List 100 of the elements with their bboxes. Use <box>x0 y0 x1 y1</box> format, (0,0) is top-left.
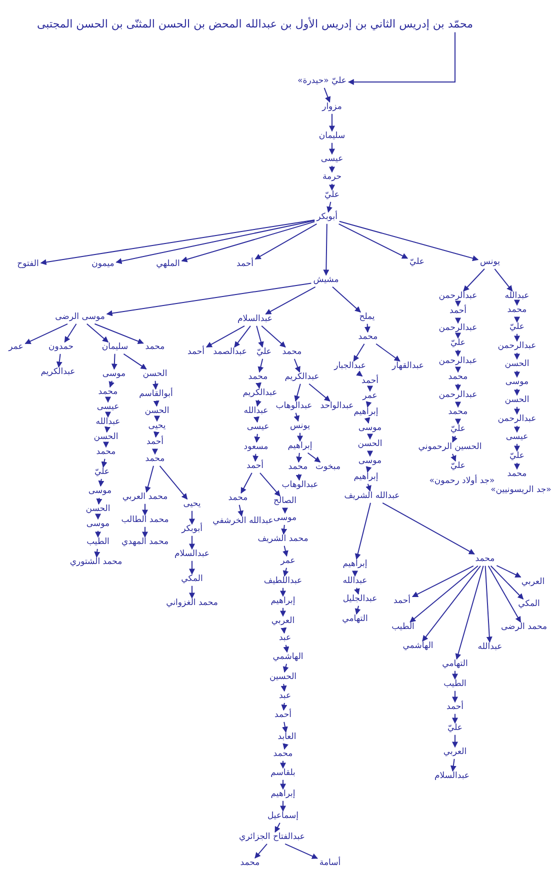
arrow <box>159 465 188 500</box>
arrow <box>308 383 330 402</box>
person-name: أحمد <box>360 377 380 387</box>
arrow <box>238 504 244 517</box>
person-name: الفتوح <box>16 260 40 270</box>
person-name: محمد الشريف <box>256 535 310 545</box>
person-name: مبخوت <box>314 463 342 473</box>
arrow <box>283 644 290 653</box>
person-name: عيسى <box>246 423 270 433</box>
person-name: محمد <box>239 859 261 869</box>
person-name: إبراهيم <box>270 597 296 607</box>
person-name: عبدالله <box>242 407 270 417</box>
arrow <box>123 353 147 370</box>
arrow <box>260 472 280 497</box>
lineage-heading: محمّد بن إدريس الثاني بن إدريس الأول بن عبدالله المحض بن الحسن المثنّى بن الحسن المجتبى <box>36 18 474 32</box>
arrow <box>514 443 520 452</box>
arrow <box>280 800 286 812</box>
arrow <box>152 380 158 390</box>
person-name: عبدالله <box>342 577 368 587</box>
arrow <box>354 502 371 560</box>
person-name: أبوبكر <box>316 213 338 223</box>
person-name: إبراهيم <box>352 473 380 483</box>
person-name: عمر <box>8 343 24 353</box>
person-name: موسى <box>357 457 383 467</box>
arrow <box>452 734 458 748</box>
arrow <box>455 401 461 408</box>
person-name: عبدالواحد <box>319 402 355 412</box>
arrow <box>364 417 370 424</box>
person-name: الحسن <box>504 360 530 370</box>
arrow <box>142 503 148 516</box>
person-name: عبدالله <box>504 292 530 302</box>
arrow <box>189 560 195 575</box>
person-name: محمد <box>474 555 496 565</box>
person-name: عليّ <box>508 452 526 462</box>
person-name: حمدون <box>48 343 74 353</box>
arrow <box>455 349 461 357</box>
arrow <box>189 535 195 550</box>
person-name: ميمون <box>90 260 116 270</box>
person-name: إبراهيم <box>286 442 314 452</box>
arrow <box>206 325 245 348</box>
person-name: عبدالرحمن <box>438 391 478 401</box>
arrow <box>145 465 154 493</box>
arrow <box>455 332 461 339</box>
person-name: الحسن <box>84 505 112 515</box>
person-name: محمد الشتوري <box>68 558 124 568</box>
arrow <box>352 570 358 577</box>
arrow <box>455 366 461 373</box>
arrow <box>56 353 62 368</box>
arrow <box>24 323 68 344</box>
arrow <box>338 220 479 262</box>
arrow <box>307 452 321 463</box>
person-name: عبد <box>278 634 292 644</box>
arrow <box>280 683 287 692</box>
arrow <box>376 343 400 362</box>
person-name: بلقاسم <box>270 769 296 779</box>
person-name: العربي <box>442 748 468 758</box>
person-name: أحمد <box>392 597 412 607</box>
arrow <box>455 300 461 307</box>
arrow <box>280 627 287 634</box>
arrow <box>94 323 144 344</box>
arrow <box>280 760 286 769</box>
arrow <box>450 453 456 462</box>
person-name: المكي <box>180 575 204 585</box>
person-name: محمد <box>144 343 166 353</box>
person-name: محمد <box>144 455 166 465</box>
person-name: موسى الرضى <box>54 313 106 323</box>
arrow <box>105 412 111 418</box>
arrow <box>106 282 312 316</box>
arrow <box>329 113 335 132</box>
arrow <box>111 353 118 370</box>
arrow <box>484 565 492 643</box>
person-name: أحمد <box>448 307 468 317</box>
arrow <box>152 448 158 455</box>
person-name: عبدالجليل <box>342 595 378 605</box>
arrow <box>450 758 456 772</box>
arrow <box>366 483 372 492</box>
person-name: عبدالكريم <box>242 389 278 399</box>
arrow <box>154 416 160 422</box>
person-name: محمد <box>227 494 249 504</box>
arrow <box>294 383 301 402</box>
person-name: عبدالله الشريف <box>343 492 401 502</box>
person-name: الحسن <box>144 407 170 417</box>
person-name: العابد <box>276 733 298 743</box>
person-name: محمد <box>357 333 379 343</box>
arrow <box>261 325 286 348</box>
arrow <box>294 358 300 373</box>
person-name: أحمد <box>236 260 254 270</box>
arrow <box>410 565 478 623</box>
arrow <box>116 220 316 264</box>
arrow <box>514 425 520 433</box>
person-name: عبدالله الخرشفي <box>212 517 274 527</box>
person-name: الحسن <box>92 433 120 443</box>
arrow <box>105 396 111 403</box>
arrow <box>329 183 335 191</box>
person-name: يملح <box>358 313 376 323</box>
person-name: الحسن <box>142 370 168 380</box>
arrow <box>254 223 318 260</box>
person-name: محمد <box>447 408 469 418</box>
arrow <box>96 497 102 505</box>
arrow <box>354 605 361 615</box>
